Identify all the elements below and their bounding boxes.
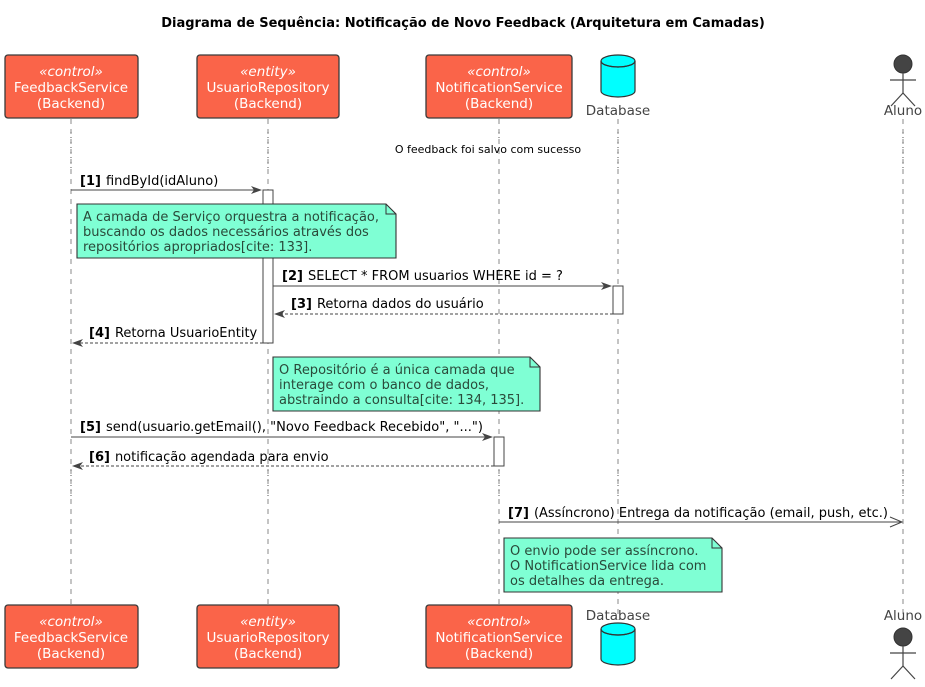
note-async-delivery: O envio pode ser assíncrono. O Notificat… (503, 537, 723, 593)
svg-text:buscando os dados necessários: buscando os dados necessários através do… (83, 225, 369, 240)
delay-dots-top (70, 132, 904, 170)
participant-notificationservice-bottom[interactable]: «control» NotificationService (Backend) (425, 604, 573, 669)
svg-text:Database: Database (586, 103, 650, 119)
svg-text:A camada de Serviço orquestra: A camada de Serviço orquestra a notifica… (83, 210, 379, 225)
svg-text:O NotificationService lida com: O NotificationService lida com (510, 559, 706, 574)
actor-icon (890, 54, 916, 107)
message-4: [4]Retorna UsuarioEntity (72, 326, 263, 347)
participant-notificationservice-top[interactable]: «control» NotificationService (Backend) (425, 54, 573, 119)
svg-text:repositórios apropriados[cite:: repositórios apropriados[cite: 133]. (83, 240, 312, 255)
svg-text:(Backend): (Backend) (465, 96, 533, 112)
svg-text:[2]SELECT * FROM usuarios WHER: [2]SELECT * FROM usuarios WHERE id = ? (282, 269, 563, 284)
svg-text:«control»: «control» (39, 614, 103, 630)
message-5: [5]send(usuario.getEmail(), "Novo Feedba… (71, 420, 493, 441)
svg-text:(Backend): (Backend) (37, 646, 105, 662)
participant-database-top[interactable]: Database (586, 54, 650, 119)
svg-text:(Backend): (Backend) (465, 646, 533, 662)
svg-text:[4]Retorna UsuarioEntity: [4]Retorna UsuarioEntity (89, 326, 258, 341)
diagram-title: Diagrama de Sequência: Notificação de No… (161, 16, 765, 31)
svg-text:[5]send(usuario.getEmail(), "N: [5]send(usuario.getEmail(), "Novo Feedba… (80, 420, 483, 435)
message-2: [2]SELECT * FROM usuarios WHERE id = ? (273, 269, 612, 290)
svg-text:FeedbackService: FeedbackService (14, 630, 128, 646)
svg-text:NotificationService: NotificationService (435, 80, 562, 96)
message-1: [1]findById(idAluno) (71, 174, 262, 194)
svg-text:UsuarioRepository: UsuarioRepository (206, 630, 329, 646)
delay-dots-bottom (70, 470, 904, 500)
participant-aluno-bottom[interactable]: Aluno (884, 608, 922, 680)
divider-label: O feedback foi salvo com sucesso (395, 143, 582, 156)
svg-text:(Backend): (Backend) (37, 96, 105, 112)
svg-text:«entity»: «entity» (240, 64, 296, 80)
svg-text:(Backend): (Backend) (234, 96, 302, 112)
svg-text:«control»: «control» (467, 614, 531, 630)
note-service-orchestration: A camada de Serviço orquestra a notifica… (76, 203, 397, 259)
svg-text:Database: Database (586, 608, 650, 624)
svg-text:[1]findById(idAluno): [1]findById(idAluno) (80, 174, 218, 189)
actor-icon (890, 627, 916, 680)
activation-database (612, 285, 624, 315)
participant-usuariorepository-top[interactable]: «entity» UsuarioRepository (Backend) (196, 54, 340, 119)
svg-text:(Backend): (Backend) (234, 646, 302, 662)
svg-text:UsuarioRepository: UsuarioRepository (206, 80, 329, 96)
participant-database-bottom[interactable]: Database (586, 608, 650, 666)
svg-text:«control»: «control» (467, 64, 531, 80)
message-3: [3]Retorna dados do usuário (274, 297, 613, 318)
svg-text:«entity»: «entity» (240, 614, 296, 630)
svg-text:[7](Assíncrono) Entrega da not: [7](Assíncrono) Entrega da notificação (… (508, 506, 888, 521)
message-7: [7](Assíncrono) Entrega da notificação (… (499, 506, 904, 528)
svg-text:Aluno: Aluno (884, 103, 922, 119)
svg-text:[3]Retorna dados do usuário: [3]Retorna dados do usuário (291, 297, 484, 312)
svg-text:os detalhes da entrega.: os detalhes da entrega. (510, 574, 664, 589)
activation-notificationservice (493, 436, 505, 467)
participant-feedbackservice-bottom[interactable]: «control» FeedbackService (Backend) (4, 604, 139, 669)
svg-text:FeedbackService: FeedbackService (14, 80, 128, 96)
svg-text:O envio pode ser assíncrono.: O envio pode ser assíncrono. (510, 544, 698, 559)
svg-text:interage com o banco de dados,: interage com o banco de dados, (279, 378, 489, 393)
note-repository-layer: O Repositório é a única camada que inter… (272, 356, 541, 412)
svg-text:[6]notificação agendada para e: [6]notificação agendada para envio (89, 450, 329, 465)
svg-text:O Repositório é a única camada: O Repositório é a única camada que (279, 363, 515, 378)
message-6: [6]notificação agendada para envio (72, 450, 494, 470)
database-icon (600, 622, 636, 666)
svg-text:abstraindo a consulta[cite: 13: abstraindo a consulta[cite: 134, 135]. (279, 393, 524, 408)
database-icon (600, 54, 636, 98)
participant-aluno-top[interactable]: Aluno (884, 54, 922, 119)
participant-usuariorepository-bottom[interactable]: «entity» UsuarioRepository (Backend) (196, 604, 340, 669)
activation-usuariorepository (262, 189, 274, 344)
svg-text:NotificationService: NotificationService (435, 630, 562, 646)
svg-text:Aluno: Aluno (884, 608, 922, 624)
participant-feedbackservice-top[interactable]: «control» FeedbackService (Backend) (4, 54, 139, 119)
svg-text:«control»: «control» (39, 64, 103, 80)
